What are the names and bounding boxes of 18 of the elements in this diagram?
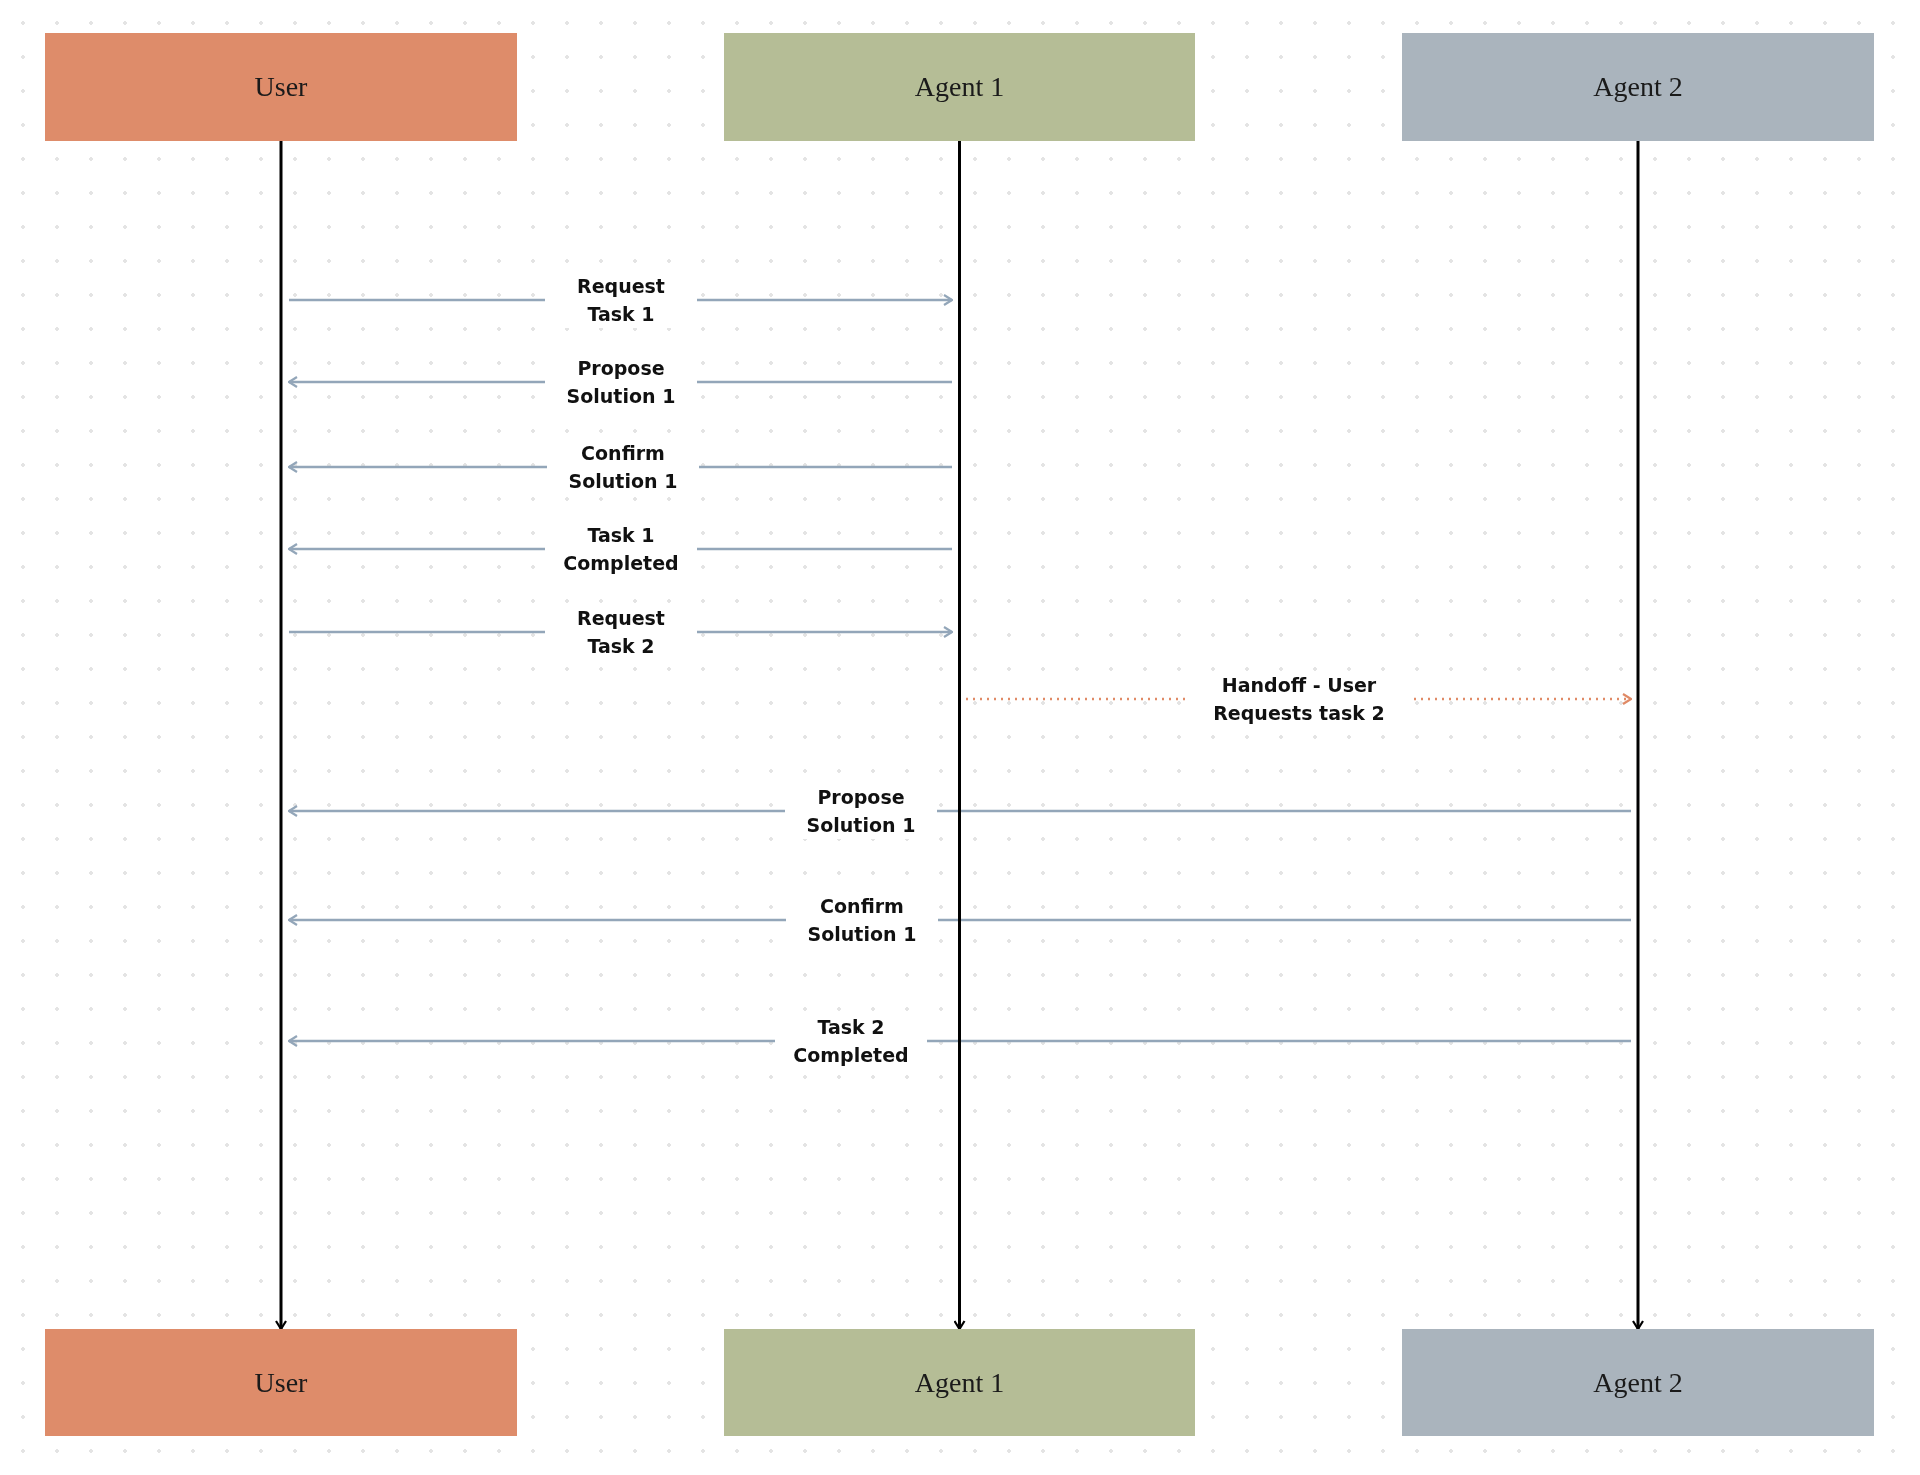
lifeline-arrow: [953, 141, 966, 1331]
message-arrow: [287, 1034, 1631, 1048]
participant-name: Agent 1: [914, 1366, 1005, 1399]
participant-name: User: [254, 71, 308, 103]
lifeline-arrow: [274, 141, 288, 1331]
participant-box: [45, 1329, 517, 1436]
participant-box: [1402, 33, 1874, 141]
participant-name: Agent 2: [1593, 1366, 1683, 1399]
lifeline-arrow: [1631, 141, 1645, 1331]
participant-box: [724, 33, 1195, 141]
participant-name: Agent 1: [914, 71, 1005, 103]
message-arrow: [287, 913, 1631, 927]
participant-name: User: [254, 1366, 308, 1399]
message-arrow: [287, 804, 1631, 818]
participant-box: [1402, 1329, 1874, 1436]
participant-name: Agent 2: [1593, 71, 1683, 103]
participant-box: [724, 1329, 1195, 1436]
participant-box: [45, 33, 517, 141]
